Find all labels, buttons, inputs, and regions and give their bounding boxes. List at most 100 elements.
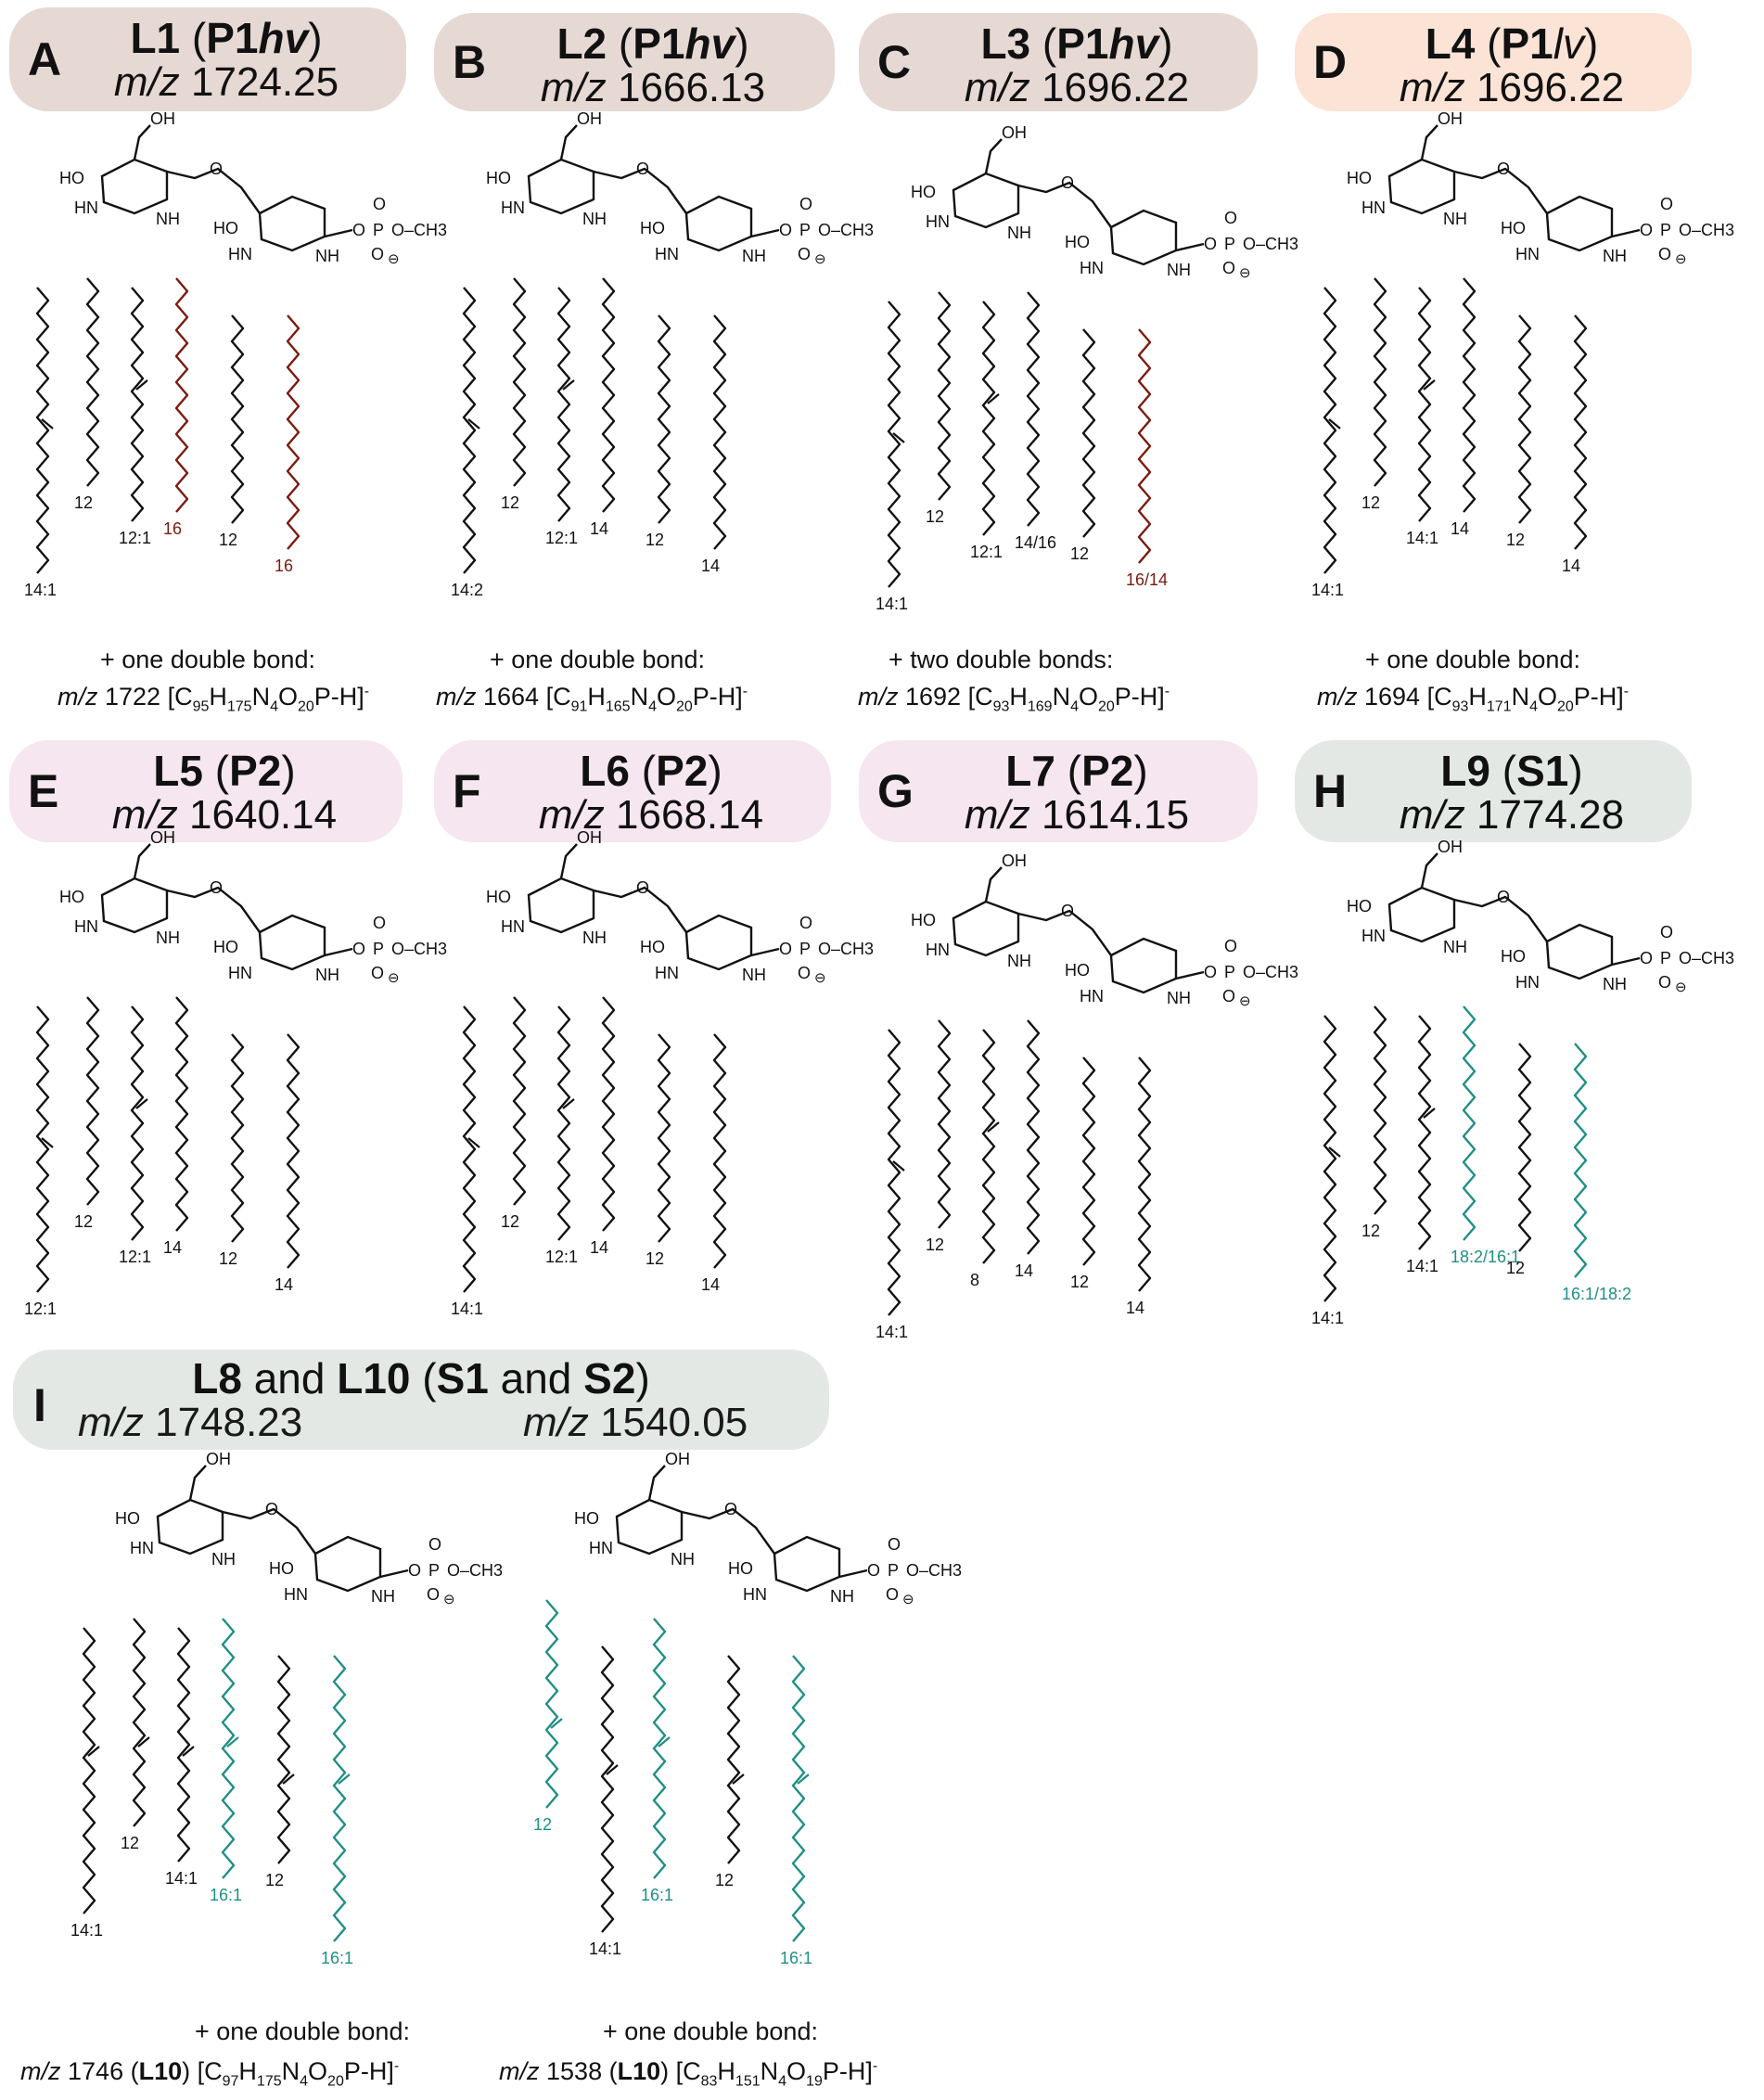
group-name: S1 xyxy=(1516,747,1569,795)
fatty-acyl-chain xyxy=(1417,287,1432,522)
atom-label: O xyxy=(1640,221,1653,239)
fatty-acyl-chain xyxy=(601,996,616,1232)
atom-label: O xyxy=(210,160,223,178)
atom-label: NH xyxy=(315,247,339,265)
atom-label: NH xyxy=(582,928,607,947)
atom-label: O xyxy=(428,1535,441,1554)
atom-label: O xyxy=(779,221,792,239)
atom-label: O–CH3 xyxy=(906,1561,962,1580)
glucosamine-ring xyxy=(100,158,169,215)
atom-label: HO xyxy=(59,888,84,906)
group-name: P1 xyxy=(1501,19,1553,68)
fatty-acyl-chain xyxy=(1517,1043,1532,1252)
atom-label: O xyxy=(1658,973,1671,992)
fatty-acyl-chain xyxy=(1373,1005,1387,1215)
chain-label: 12:1 xyxy=(24,1300,57,1318)
fatty-acyl-chain xyxy=(726,1655,741,1864)
panel-title: L7 (P2) xyxy=(1005,747,1148,795)
atom-label: HN xyxy=(589,1539,613,1557)
fatty-acyl-chain xyxy=(657,1033,671,1243)
mz-value: 1640.14 xyxy=(189,792,338,838)
panel-title: L1 (P1hv) xyxy=(130,14,323,62)
glucosamine-ring xyxy=(1387,886,1456,943)
atom-label: NH xyxy=(1443,210,1467,228)
fatty-acyl-chain xyxy=(174,277,189,513)
chain-label: 12 xyxy=(533,1815,552,1834)
atom-label: O–CH3 xyxy=(1243,963,1298,981)
group-name: P1 xyxy=(633,19,685,68)
fatty-acyl-chain xyxy=(712,1033,727,1269)
atom-label: NH xyxy=(742,966,766,984)
atom-label: NH xyxy=(371,1587,395,1606)
panel-i-right-formula: m/z 1538 (L10) [C83H151N4O19P-H]- xyxy=(499,2057,878,2090)
panel-letter: E xyxy=(28,765,59,817)
chain-label: 14 xyxy=(163,1238,182,1257)
panel-letter: F xyxy=(453,765,481,817)
group-name: P2 xyxy=(229,747,282,795)
fatty-acyl-chain xyxy=(1417,1015,1432,1250)
note-double-bond: + two double bonds: xyxy=(888,646,1114,673)
fatty-acyl-chain xyxy=(887,301,901,588)
atom-label: HN xyxy=(655,964,679,982)
chain-label: 14:1 xyxy=(70,1921,103,1940)
atom-label: HO xyxy=(1501,219,1526,237)
chain-label: 16:1/18:2 xyxy=(1562,1285,1631,1303)
atom-label: O xyxy=(1224,209,1237,227)
double-bond xyxy=(1328,1146,1341,1158)
panel-mz: m/z 1774.28 xyxy=(1295,792,1692,839)
chain-label: 12 xyxy=(74,493,93,512)
fatty-acyl-chain xyxy=(657,314,671,524)
glucosamine-ring xyxy=(615,1498,684,1556)
group-name: P2 xyxy=(656,747,709,795)
atom-label: P xyxy=(799,940,811,958)
mz-value: 1774.28 xyxy=(1476,792,1625,838)
atom-label: ⊖ xyxy=(1675,980,1687,995)
atom-label: O xyxy=(888,1535,901,1554)
chain-label: 16:1 xyxy=(641,1886,673,1904)
mz-label: m/z xyxy=(964,792,1030,838)
title-and: and xyxy=(253,1354,326,1402)
atom-label: NH xyxy=(156,210,180,228)
fatty-acyl-chain xyxy=(1026,291,1041,527)
panel-mz: m/z 1666.13 xyxy=(434,65,835,111)
atom-label: HO xyxy=(213,938,238,956)
atom-label: O xyxy=(352,940,365,958)
chain-label: 14:1 xyxy=(1406,1257,1438,1275)
double-bond xyxy=(137,1736,150,1748)
chain-label: 12 xyxy=(219,531,237,549)
mz-label: m/z xyxy=(78,1400,144,1445)
atom-label: HN xyxy=(284,1585,308,1604)
panel-title: L4 (P1lv) xyxy=(1425,19,1599,68)
atom-label: OH xyxy=(1002,852,1027,870)
double-bond xyxy=(987,1121,1000,1133)
atom-label: O xyxy=(798,245,811,263)
glucosamine-ring xyxy=(313,1535,382,1593)
fatty-acyl-chain xyxy=(85,277,100,487)
lipid-name: L9 xyxy=(1440,747,1490,795)
fatty-acyl-chain xyxy=(1081,328,1096,538)
atom-label: NH xyxy=(1167,989,1191,1007)
mz-value: 1696.22 xyxy=(1476,65,1625,110)
atom-label: HN xyxy=(1515,973,1540,992)
glucosamine-ring xyxy=(100,877,169,934)
group-suffix: lv xyxy=(1553,19,1584,68)
fatty-acyl-chain xyxy=(512,996,527,1206)
atom-label: ⊖ xyxy=(1239,993,1251,1009)
atom-label: O xyxy=(779,940,792,958)
fatty-acyl-chain xyxy=(937,1019,952,1229)
atom-label: O–CH3 xyxy=(1243,235,1298,253)
atom-label: ⊖ xyxy=(902,1592,914,1607)
note-double-bond: + one double bond: xyxy=(1365,646,1580,673)
double-bond xyxy=(41,418,54,429)
atom-label: HN xyxy=(228,245,252,263)
atom-label: ⊖ xyxy=(814,251,826,267)
fatty-acyl-chain xyxy=(286,314,300,550)
atom-label: HN xyxy=(1361,198,1386,217)
atom-label: OH xyxy=(665,1450,690,1468)
atom-label: NH xyxy=(211,1550,236,1569)
glucosamine-ring xyxy=(952,900,1020,957)
atom-label: OH xyxy=(150,109,175,128)
